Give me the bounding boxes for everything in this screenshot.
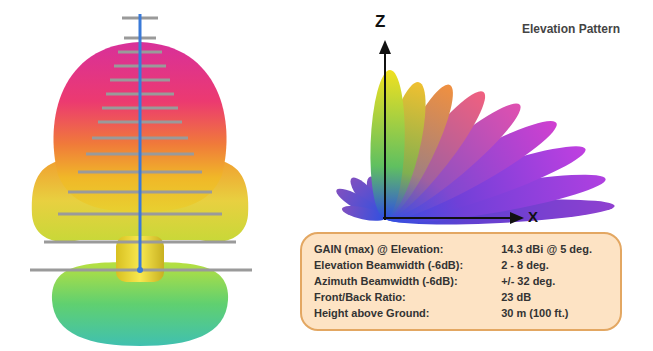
axis-label: X	[528, 208, 538, 225]
pattern-title: Elevation Pattern	[522, 22, 620, 36]
spec-name: Height above Ground:	[314, 307, 479, 320]
spec-name: Azimuth Beamwidth (-6dB):	[314, 275, 479, 288]
spec-value: 30 m (100 ft.)	[501, 307, 608, 320]
spec-value: 2 - 8 deg.	[501, 259, 608, 272]
spec-name: Front/Back Ratio:	[314, 291, 479, 304]
spec-value: +/- 32 deg.	[501, 275, 608, 288]
spec-value: 23 dB	[501, 291, 608, 304]
spec-name: Elevation Beamwidth (-6dB):	[314, 259, 479, 272]
axis-label: Z	[375, 12, 385, 32]
spec-value: 14.3 dBi @ 5 deg.	[501, 243, 608, 256]
spec-table: GAIN (max) @ Elevation: 14.3 dBi @ 5 deg.…	[314, 243, 608, 320]
spec-box: GAIN (max) @ Elevation: 14.3 dBi @ 5 deg.…	[300, 232, 622, 331]
spec-name: GAIN (max) @ Elevation:	[314, 243, 479, 256]
